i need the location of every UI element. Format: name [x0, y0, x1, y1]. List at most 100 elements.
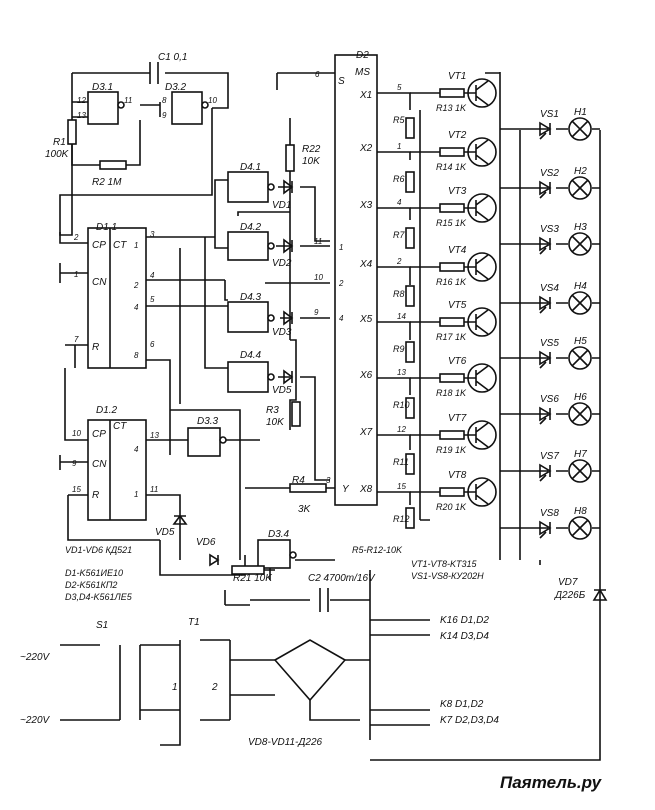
lamp-channel-8: VS8 H8 — [500, 506, 600, 540]
thyristor-label: VS6 — [540, 394, 559, 405]
thyristor-label: VS3 — [540, 224, 559, 235]
gate-d4-3 — [227, 301, 269, 333]
gate-d4-4 — [227, 361, 269, 393]
gate-d3-1 — [87, 91, 119, 125]
svg-text:~220V: ~220V — [20, 715, 51, 726]
svg-text:D3.3: D3.3 — [197, 416, 219, 427]
svg-text:11: 11 — [124, 96, 132, 105]
base-resistor-label: R15 1K — [436, 218, 467, 228]
svg-text:K14 D3,D4: K14 D3,D4 — [440, 631, 489, 642]
transistor-label: VT3 — [448, 186, 467, 197]
svg-text:1: 1 — [172, 682, 178, 693]
svg-text:S: S — [338, 76, 345, 87]
svg-text:13: 13 — [150, 431, 159, 440]
labels: C1 0,1 D3.1 D3.2 12 13 11 8 9 10 R1 100K… — [20, 50, 603, 792]
svg-text:4: 4 — [134, 303, 139, 312]
resistor-r21 — [231, 565, 265, 575]
svg-text:1: 1 — [339, 243, 343, 252]
resistor-r3 — [291, 401, 301, 427]
pulldown-label: R5 — [393, 115, 405, 125]
thyristor-label: VS8 — [540, 508, 559, 519]
base-resistor-label: R14 1K — [436, 162, 467, 172]
pulldown-label: R6 — [393, 174, 405, 184]
pulldown-label: R10 — [393, 400, 410, 410]
svg-text:10K: 10K — [302, 156, 321, 167]
diode-vd7 — [592, 588, 608, 601]
base-resistor-label: R19 1K — [436, 445, 467, 455]
wiring — [59, 54, 601, 761]
svg-text:C2 4700m/16V: C2 4700m/16V — [308, 573, 376, 584]
svg-text:K7 D2,D3,D4: K7 D2,D3,D4 — [440, 715, 499, 726]
pin-label: 14 — [397, 312, 406, 321]
pin-label: 2 — [396, 257, 402, 266]
svg-text:CN: CN — [92, 459, 107, 470]
svg-text:CN: CN — [92, 277, 107, 288]
svg-text:X4: X4 — [359, 259, 373, 270]
svg-text:11: 11 — [150, 485, 158, 494]
svg-text:D4.4: D4.4 — [240, 350, 262, 361]
base-resistor-label: R13 1K — [436, 103, 467, 113]
svg-text:~220V: ~220V — [20, 652, 51, 663]
lamp-label: H8 — [574, 506, 587, 517]
svg-text:10K: 10K — [266, 417, 285, 428]
svg-text:4: 4 — [134, 445, 139, 454]
lamp-label: H6 — [574, 392, 587, 403]
svg-text:2: 2 — [338, 279, 344, 288]
svg-text:6: 6 — [150, 340, 155, 349]
svg-text:D3.4: D3.4 — [268, 529, 290, 540]
transistor-label: VT6 — [448, 356, 467, 367]
lamp-label: H3 — [574, 222, 587, 233]
svg-text:VD7: VD7 — [558, 577, 578, 588]
label-r2: R2 1M — [92, 177, 122, 188]
svg-text:VS1-VS8-КУ202Н: VS1-VS8-КУ202Н — [411, 571, 484, 581]
svg-text:1: 1 — [134, 241, 138, 250]
svg-text:3: 3 — [326, 476, 331, 485]
svg-text:9: 9 — [72, 459, 77, 468]
label-d3-1: D3.1 — [92, 82, 113, 93]
transistor-label: VT7 — [448, 413, 467, 424]
pin-label: 1 — [397, 142, 401, 151]
lamp-channel-6: VS6 H6 — [500, 392, 600, 426]
svg-text:Д226Б: Д226Б — [554, 590, 586, 601]
svg-text:8: 8 — [134, 351, 139, 360]
label-r1: R1 — [53, 137, 66, 148]
label-r1-value: 100K — [45, 149, 70, 160]
transistor-label: VT5 — [448, 300, 467, 311]
svg-text:VD1: VD1 — [272, 200, 291, 211]
svg-text:3: 3 — [150, 230, 155, 239]
resistor-r5 — [405, 117, 415, 139]
svg-text:D4.1: D4.1 — [240, 162, 261, 173]
pin-label: 13 — [397, 368, 406, 377]
base-resistor-label: R18 1K — [436, 388, 467, 398]
pulldown-label: R8 — [393, 289, 405, 299]
svg-text:R3: R3 — [266, 405, 279, 416]
svg-text:13: 13 — [77, 111, 86, 120]
gate-d4-1 — [227, 171, 269, 203]
svg-text:2: 2 — [133, 281, 139, 290]
diode-vd1 — [283, 179, 294, 195]
svg-text:X1: X1 — [359, 90, 372, 101]
svg-text:K8 D1,D2: K8 D1,D2 — [440, 699, 484, 710]
pulldown-label: R7 — [393, 230, 405, 240]
svg-text:S1: S1 — [96, 620, 108, 631]
lamp-label: H5 — [574, 336, 587, 347]
svg-text:12: 12 — [77, 96, 86, 105]
thyristor-label: VS1 — [540, 109, 559, 120]
svg-text:D1.2: D1.2 — [96, 405, 118, 416]
base-resistor-label: R16 1K — [436, 277, 467, 287]
lamp-channel-3: VS3 H3 — [500, 222, 600, 256]
svg-text:VD6: VD6 — [196, 537, 216, 548]
svg-text:D4.3: D4.3 — [240, 292, 262, 303]
svg-text:D3,D4-K561ЛЕ5: D3,D4-K561ЛЕ5 — [65, 592, 133, 602]
note-diodes: VD1-VD6 КД521 — [65, 545, 132, 555]
svg-text:VD3: VD3 — [272, 327, 292, 338]
gate-d3-4 — [257, 539, 291, 569]
svg-text:X6: X6 — [359, 370, 373, 381]
svg-text:CP: CP — [92, 240, 106, 251]
